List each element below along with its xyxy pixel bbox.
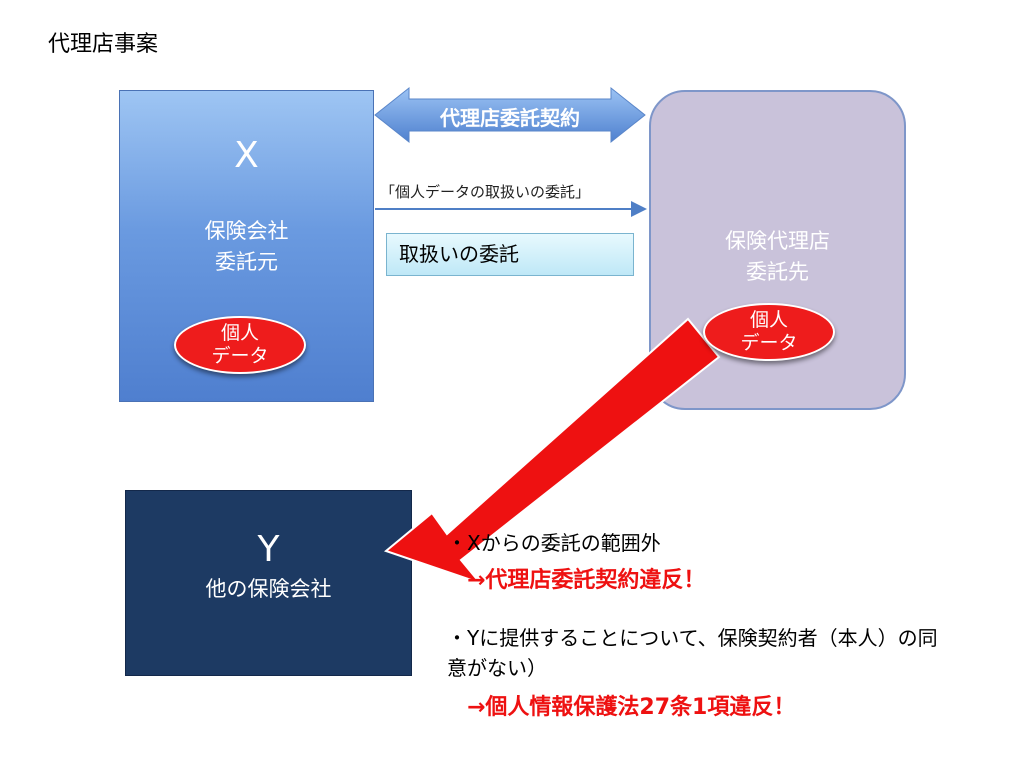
note-1-text: ・Xからの委託の範囲外 <box>447 531 661 555</box>
ellipse-x-line1: 個人 <box>220 322 259 344</box>
page-title: 代理店事案 <box>48 32 159 57</box>
contract-label: 代理店委託契約 <box>440 106 580 130</box>
contract-double-arrow <box>374 86 646 144</box>
x-label-1: 保険会社 <box>204 219 289 243</box>
personal-data-ellipse-agent: 個人 データ <box>703 303 835 361</box>
note-2-result: →個人情報保護法27条1項違反！ <box>467 695 796 720</box>
note-2-line1: ・Yに提供することについて、保険契約者（本人）の同 <box>447 626 938 650</box>
y-letter: Y <box>257 529 280 570</box>
agent-label-1: 保険代理店 <box>725 229 830 253</box>
ellipse-agent-line2: データ <box>740 332 798 354</box>
box-insurer-x: X 保険会社 委託元 <box>119 90 374 402</box>
x-label-2: 委託元 <box>215 250 278 274</box>
big-red-arrow <box>383 317 721 586</box>
box-insurer-y: Y 他の保険会社 <box>125 490 412 676</box>
note-2-line2: 意がない） <box>447 656 547 680</box>
handling-box: 取扱いの委託 <box>386 233 634 276</box>
note-1-result: →代理店委託契約違反！ <box>467 568 706 593</box>
agent-label-2: 委託先 <box>746 260 809 284</box>
y-label: 他の保険会社 <box>205 577 332 601</box>
handling-caption: 「個人データの取扱いの委託」 <box>380 183 591 201</box>
x-letter: X <box>234 135 259 176</box>
ellipse-agent-line1: 個人 <box>749 309 788 331</box>
ellipse-x-line2: データ <box>211 345 269 367</box>
personal-data-ellipse-x: 個人 データ <box>174 316 306 374</box>
